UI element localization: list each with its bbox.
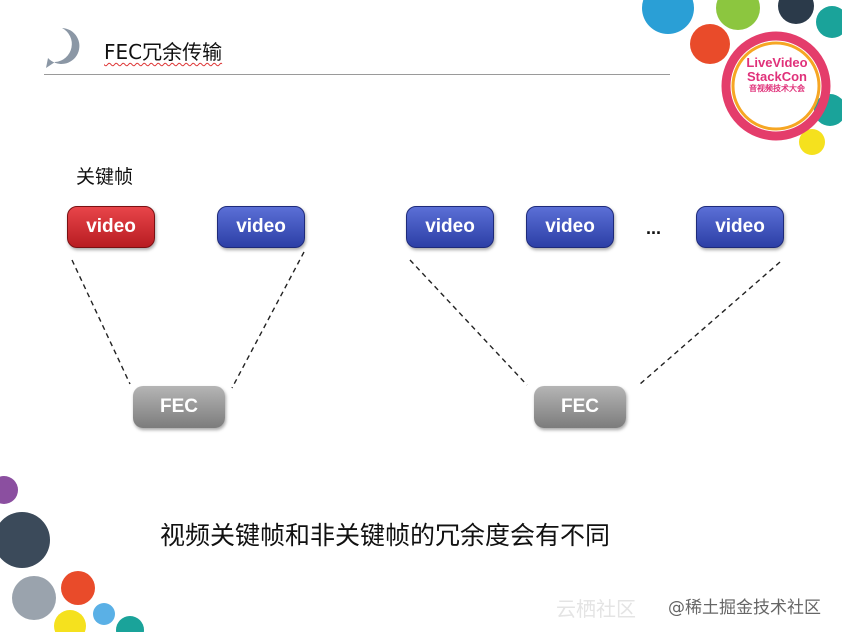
video-frame: video — [406, 206, 494, 248]
connector-line — [231, 251, 305, 389]
bubble-grey — [12, 576, 56, 620]
bubble-navy — [778, 0, 814, 24]
video-frame: video — [696, 206, 784, 248]
bubble-purple — [0, 476, 18, 504]
header-bubble-icon — [46, 28, 80, 68]
slide-caption: 视频关键帧和非关键帧的冗余度会有不同 — [160, 521, 611, 550]
watermark-ghost: 云栖社区 — [556, 597, 636, 621]
bubble-red — [690, 24, 730, 64]
logo-line3: 音视频技术大会 — [749, 84, 805, 93]
logo-line2: StackCon — [747, 69, 807, 84]
logo: LiveVideo StackCon 音视频技术大会 — [738, 56, 816, 93]
fec-block-key: FEC — [133, 386, 225, 428]
bubble-orange — [61, 571, 95, 605]
video-frame: video — [217, 206, 305, 248]
bubble-lightblue — [93, 603, 115, 625]
page-title: FEC冗余传输 — [104, 40, 223, 64]
bubble-green — [716, 0, 760, 30]
title-divider — [44, 74, 670, 75]
key-frame-label: 关键帧 — [76, 166, 134, 188]
video-frame: video — [526, 206, 614, 248]
fec-block: FEC — [534, 386, 626, 428]
logo-line1: LiveVideo — [746, 55, 808, 70]
video-key-frame: video — [67, 206, 155, 248]
bubble-teal-3 — [116, 616, 144, 632]
ellipsis: ... — [646, 218, 662, 238]
bubble-yellow-2 — [54, 610, 86, 632]
connector-line — [71, 259, 131, 385]
connector-line — [409, 259, 528, 386]
bubble-yellow — [799, 129, 825, 155]
bubble-teal — [816, 6, 842, 38]
watermark: @稀土掘金技术社区 — [668, 598, 821, 618]
logo-ring — [721, 31, 831, 141]
bubble-slate — [0, 512, 50, 568]
connector-line — [639, 261, 781, 385]
bubble-blue — [642, 0, 694, 34]
